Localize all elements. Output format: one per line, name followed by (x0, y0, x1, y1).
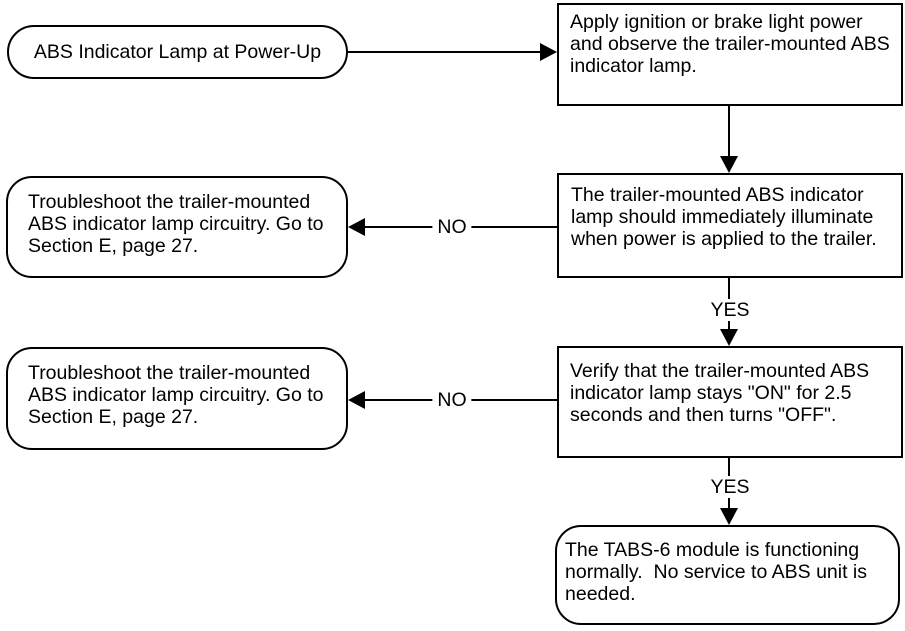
start-node: ABS Indicator Lamp at Power-Up (7, 25, 348, 79)
no-upper-label: NO (432, 216, 472, 238)
apply-power-node: Apply ignition or brake light power and … (557, 3, 903, 106)
module-ok-node: The TABS-6 module is functioning normall… (555, 525, 900, 625)
yes-upper-label: YES (705, 299, 755, 321)
arrowhead-left-icon (348, 218, 365, 236)
troubleshoot-lower-node: Troubleshoot the trailer-mounted ABS ind… (6, 347, 348, 450)
arrowhead-left-icon (348, 391, 365, 409)
arrowhead-down-icon (720, 508, 738, 525)
connector-apply-to-lamp (728, 106, 730, 158)
yes-lower-label: YES (705, 476, 755, 498)
connector-start-to-apply (348, 51, 541, 53)
lamp-illuminate-node: The trailer-mounted ABS indicator lamp s… (557, 173, 903, 278)
troubleshoot-upper-node: Troubleshoot the trailer-mounted ABS ind… (6, 176, 348, 278)
arrowhead-right-icon (540, 43, 557, 61)
arrowhead-down-icon (720, 156, 738, 173)
no-lower-label: NO (432, 389, 472, 411)
verify-on-off-node: Verify that the trailer-mounted ABS indi… (557, 346, 903, 458)
arrowhead-down-icon (720, 329, 738, 346)
